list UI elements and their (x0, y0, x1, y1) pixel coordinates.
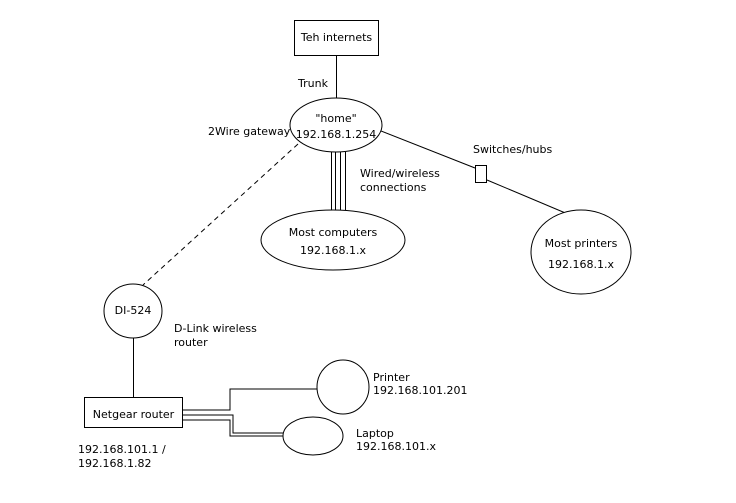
home-name: "home" (315, 112, 357, 125)
home-ip: 192.168.1.254 (295, 128, 377, 141)
netgear-ip-line1: 192.168.101.1 / (78, 443, 166, 456)
printer-node (316, 359, 370, 415)
wired-label-line1: Wired/wireless (360, 167, 440, 180)
netgear-printer-connector (183, 388, 320, 411)
switch-connector-a (380, 130, 476, 169)
switches-label: Switches/hubs (473, 143, 553, 156)
wired-label-line2: connections (360, 181, 427, 194)
home-gateway-node (289, 97, 383, 153)
dlink-label-line2: router (174, 336, 208, 349)
printers-node (530, 209, 632, 295)
switch-box (475, 165, 487, 183)
printers-ip: 192.168.1.x (548, 258, 614, 271)
laptop-name: Laptop (356, 427, 394, 440)
trunk-label: Trunk (298, 77, 328, 90)
dlink-label-line1: D-Link wireless (174, 322, 257, 335)
gateway-label: 2Wire gateway (208, 125, 291, 138)
internet-label: Teh internets (300, 31, 373, 44)
netgear-label: Netgear router (92, 408, 175, 421)
netgear-box (84, 397, 183, 428)
computers-node (260, 209, 406, 271)
computers-ip: 192.168.1.x (300, 244, 366, 257)
printers-name: Most printers (544, 237, 618, 250)
computers-name: Most computers (288, 226, 378, 239)
internet-box (294, 20, 379, 56)
laptop-node (282, 416, 344, 456)
netgear-laptop-connector (183, 414, 285, 434)
printer-ip: 192.168.101.201 (373, 384, 468, 397)
wireless-link (142, 143, 299, 286)
netgear-laptop-connector-2 (183, 419, 285, 437)
printer-name: Printer (373, 371, 410, 384)
di524-label: DI-524 (114, 304, 152, 317)
laptop-ip: 192.168.101.x (356, 440, 436, 453)
netgear-ip-line2: 192.168.1.82 (78, 457, 152, 470)
